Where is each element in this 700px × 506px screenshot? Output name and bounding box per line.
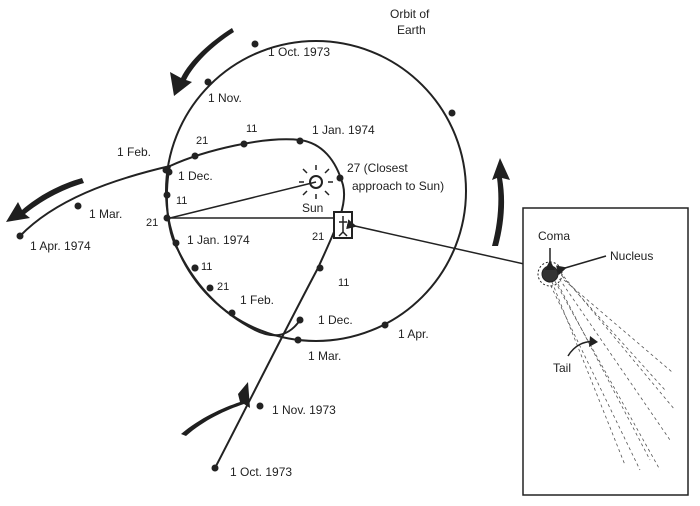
inset-frame <box>522 207 689 496</box>
comet-direction-arrow-left <box>6 178 84 222</box>
comet-date-oct: 1 Oct. 1973 <box>230 465 292 479</box>
comet-dot <box>163 214 171 222</box>
comet-orbit-markers <box>16 137 344 472</box>
sun-label: Sun <box>302 201 323 215</box>
earth-date-dec: 1 Dec. <box>178 169 213 183</box>
comet-dot <box>316 264 324 272</box>
comet-dot <box>211 464 219 472</box>
comet-dot <box>240 140 248 148</box>
tail-label: Tail <box>553 361 571 375</box>
comet-dot <box>74 202 82 210</box>
earth-dot <box>294 336 302 344</box>
day-mark: 21 <box>312 231 324 243</box>
orbit-direction-arrow-top <box>170 28 234 96</box>
comet-direction-arrow-bottom <box>181 382 250 436</box>
comet-date-apr-1974: 1 Apr. 1974 <box>30 239 91 253</box>
day-mark: 21 <box>146 217 158 229</box>
day-mark: 21 <box>196 135 208 147</box>
tail-arrowhead <box>589 336 598 347</box>
day-mark: 21 <box>217 281 229 293</box>
comet-inner-loop <box>165 165 301 337</box>
comet-dot <box>16 232 24 240</box>
tail-streaks <box>547 271 676 471</box>
day-mark: 11 <box>338 277 349 289</box>
orbit-direction-arrow-right <box>492 158 510 246</box>
comet-dot <box>163 191 171 199</box>
comet-dot <box>191 264 199 272</box>
comet-date-jan: 1 Jan. 1974 <box>312 123 375 137</box>
comet-date-feb: 1 Feb. <box>240 293 274 307</box>
day-mark: 11 <box>176 195 187 207</box>
coma-label: Coma <box>538 229 570 243</box>
sun-icon <box>299 165 333 199</box>
comet-dot <box>162 166 170 174</box>
earth-dot <box>251 40 259 48</box>
pointer-line <box>346 219 534 267</box>
earth-dot <box>381 321 389 329</box>
comet-dot <box>296 316 304 324</box>
earth-dot <box>204 78 212 86</box>
earth-date-feb: 1 Feb. <box>117 145 151 159</box>
comet-dot <box>206 284 214 292</box>
earth-date-apr: 1 Apr. <box>398 327 429 341</box>
comet-dot <box>191 152 199 160</box>
earth-date-jan: 1 Jan. 1974 <box>187 233 250 247</box>
earth-dot <box>448 109 456 117</box>
comet-inset: Coma Nucleus Tail <box>522 207 689 496</box>
direction-arrows <box>6 28 510 436</box>
earth-orbit-label-1: Orbit of <box>390 7 430 21</box>
closest-approach-1: 27 (Closest <box>347 161 408 175</box>
nucleus-label: Nucleus <box>610 249 653 263</box>
earth-date-oct: 1 Oct. 1973 <box>268 45 330 59</box>
day-mark: 11 <box>246 123 257 135</box>
comet-dot <box>296 137 304 145</box>
nucleus-arrow <box>555 255 607 276</box>
comet-date-nov: 1 Nov. 1973 <box>272 403 336 417</box>
comet-dot <box>172 239 180 247</box>
earth-orbit-label-2: Earth <box>397 23 426 37</box>
comet-dot <box>228 309 236 317</box>
earth-date-nov: 1 Nov. <box>208 91 242 105</box>
comet-orbit-path <box>19 138 346 469</box>
closest-approach-2: approach to Sun) <box>352 179 444 193</box>
nucleus-icon <box>541 265 559 283</box>
comet-dot <box>336 174 344 182</box>
comet-dot <box>256 402 264 410</box>
observer-box <box>333 211 353 239</box>
sun-line <box>169 181 317 219</box>
earth-date-mar: 1 Mar. <box>308 349 341 363</box>
earth-date-mar-comet: 1 Mar. <box>89 207 122 221</box>
day-mark: 11 <box>201 261 212 273</box>
comet-date-dec: 1 Dec. <box>318 313 353 327</box>
